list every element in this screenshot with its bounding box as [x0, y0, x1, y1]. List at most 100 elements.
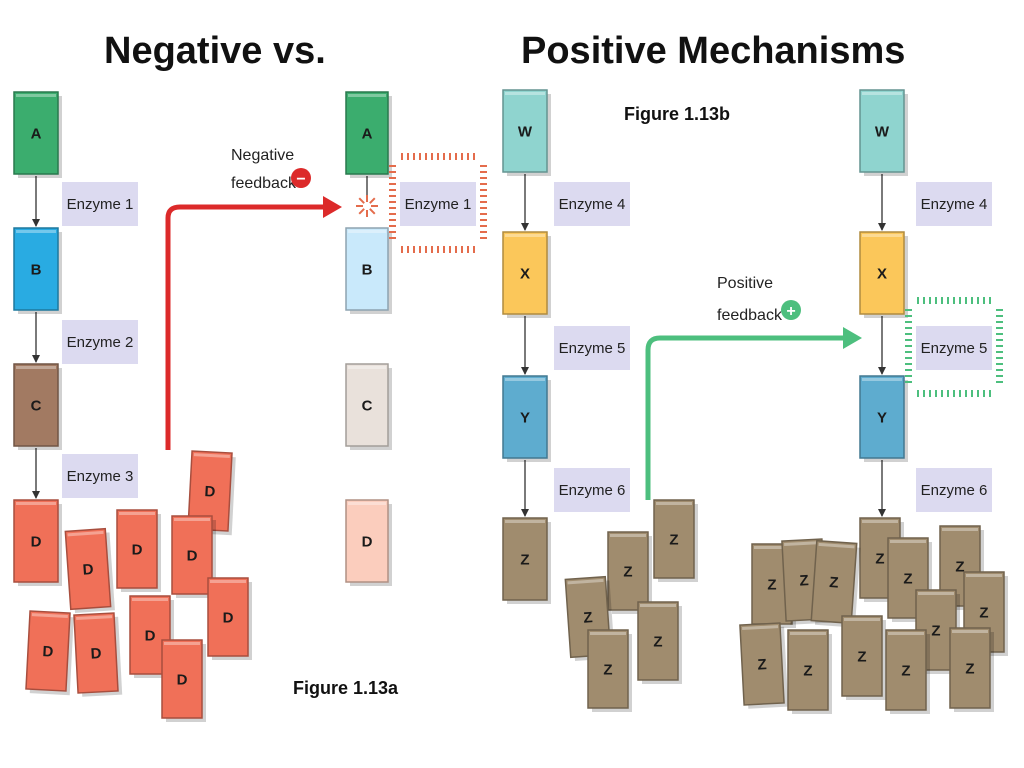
d-pile-block-9-label: D: [177, 671, 188, 688]
enzyme-2-left: Enzyme 2: [62, 320, 138, 364]
d-pile-block-5: D: [25, 610, 74, 696]
z-large-pile-block-8-label: Z: [931, 622, 940, 639]
block-w-right-label: W: [875, 123, 890, 140]
block-c-faded: C: [345, 363, 392, 450]
d-pile-block-4-label: D: [187, 547, 198, 564]
figure-label-a: Figure 1.13a: [293, 678, 399, 698]
enzyme-1-inhibited: Enzyme 1: [400, 182, 476, 226]
block-z-left: Z: [502, 517, 551, 604]
d-pile-block-8-label: D: [223, 609, 234, 626]
z-large-pile-block-5: Z: [810, 539, 861, 628]
z-large-pile-block-1: Z: [859, 517, 904, 602]
block-x-right-label: X: [877, 265, 887, 282]
z-large-pile-block-3-label: Z: [767, 576, 776, 593]
enzyme-4-left-label: Enzyme 4: [559, 196, 626, 213]
enzyme-5-left: Enzyme 5: [554, 326, 630, 370]
block-d-faded: D: [345, 499, 392, 586]
z-small-pile-block-4: Z: [637, 601, 682, 684]
block-z-left-label: Z: [520, 551, 529, 568]
title-positive: Positive Mechanisms: [521, 30, 906, 72]
enzyme-4-left: Enzyme 4: [554, 182, 630, 226]
block-w-left-label: W: [518, 123, 533, 140]
enzyme-6-right-label: Enzyme 6: [921, 482, 988, 499]
enzyme-3-left: Enzyme 3: [62, 454, 138, 498]
z-small-pile-block-1: Z: [607, 531, 652, 614]
positive-feedback-arrow: [645, 327, 862, 500]
figure-label-b: Figure 1.13b: [624, 104, 731, 124]
d-pile-block-1: D: [187, 450, 236, 536]
d-pile-block-8: D: [207, 577, 252, 660]
d-pile-block-6-label: D: [90, 645, 102, 663]
z-large-pile-block-5-label: Z: [829, 574, 839, 592]
enzyme-5-amplified-label: Enzyme 5: [921, 340, 988, 357]
z-large-pile-block-10-label: Z: [803, 662, 812, 679]
z-small-pile-block-5-label: Z: [603, 661, 612, 678]
negative-feedback-arrow: [165, 196, 342, 450]
d-pile-block-3: D: [116, 509, 161, 592]
z-large-pile-block-13-label: Z: [965, 660, 974, 677]
block-w-left: W: [502, 89, 551, 176]
positive-feedback-label-line2: feedback: [717, 307, 783, 324]
enzyme-6-right: Enzyme 6: [916, 468, 992, 512]
block-y-left: Y: [502, 375, 551, 462]
d-pile-block-5-label: D: [42, 643, 54, 661]
z-large-pile-block-12: Z: [885, 629, 930, 714]
d-pile-block-9: D: [161, 639, 206, 722]
z-small-pile-block-1-label: Z: [623, 563, 632, 580]
enzyme-1-left-label: Enzyme 1: [67, 196, 134, 213]
block-a-left-label: A: [31, 125, 42, 142]
block-b-left: B: [13, 227, 62, 314]
d-pile-block-7-label: D: [145, 627, 156, 644]
block-y-right: Y: [859, 375, 908, 462]
block-d-left: D: [13, 499, 62, 586]
block-b-faded: B: [345, 227, 392, 314]
enzyme-3-left-label: Enzyme 3: [67, 468, 134, 485]
title-negative: Negative vs.: [104, 30, 326, 72]
d-pile-block-6: D: [73, 612, 123, 697]
enzyme-5-activation-halo: [905, 297, 1003, 397]
z-small-pile-block-2: Z: [653, 499, 698, 582]
block-x-left: X: [502, 231, 551, 318]
d-pile-block-4: D: [171, 515, 216, 598]
z-large-pile-block-9: Z: [739, 622, 789, 709]
block-c-left-label: C: [31, 397, 42, 414]
enzyme-1-left: Enzyme 1: [62, 182, 138, 226]
z-large-pile-block-2-label: Z: [955, 558, 964, 575]
block-b-faded-label: B: [362, 261, 373, 278]
z-large-pile-block-10: Z: [787, 629, 832, 714]
z-large-pile-block-13: Z: [949, 627, 994, 712]
negative-sign-icon: −: [291, 168, 311, 188]
d-pile-block-2: D: [64, 527, 115, 614]
z-small-pile-block-5: Z: [587, 629, 632, 712]
inhibition-burst: [356, 195, 378, 217]
block-x-left-label: X: [520, 265, 530, 282]
z-large-pile-block-9-label: Z: [757, 656, 767, 673]
d-pile-block-2-label: D: [82, 561, 94, 579]
block-a-left: A: [13, 91, 62, 178]
d-pile-block-3-label: D: [132, 541, 143, 558]
block-c-faded-label: C: [362, 397, 373, 414]
enzyme-1-inhibited-label: Enzyme 1: [405, 196, 472, 213]
block-c-left: C: [13, 363, 62, 450]
block-a-right: A: [345, 91, 392, 178]
block-d-faded-label: D: [362, 533, 373, 550]
block-y-left-label: Y: [520, 409, 530, 426]
z-small-pile-block-4-label: Z: [653, 633, 662, 650]
positive-sign-icon: +: [781, 300, 801, 320]
block-y-right-label: Y: [877, 409, 887, 426]
block-a-right-label: A: [362, 125, 373, 142]
enzyme-6-left: Enzyme 6: [554, 468, 630, 512]
z-large-pile-block-11-label: Z: [857, 648, 866, 665]
negative-feedback-label-line1: Negative: [231, 147, 294, 164]
d-pile-block-1-label: D: [204, 483, 216, 501]
z-small-pile-block-2-label: Z: [669, 531, 678, 548]
enzyme-4-right: Enzyme 4: [916, 182, 992, 226]
enzyme-6-left-label: Enzyme 6: [559, 482, 626, 499]
enzyme-5-left-label: Enzyme 5: [559, 340, 626, 357]
block-x-right: X: [859, 231, 908, 318]
positive-sign-text: +: [786, 303, 795, 320]
negative-feedback-label-line2: feedback: [231, 175, 297, 192]
block-b-left-label: B: [31, 261, 42, 278]
